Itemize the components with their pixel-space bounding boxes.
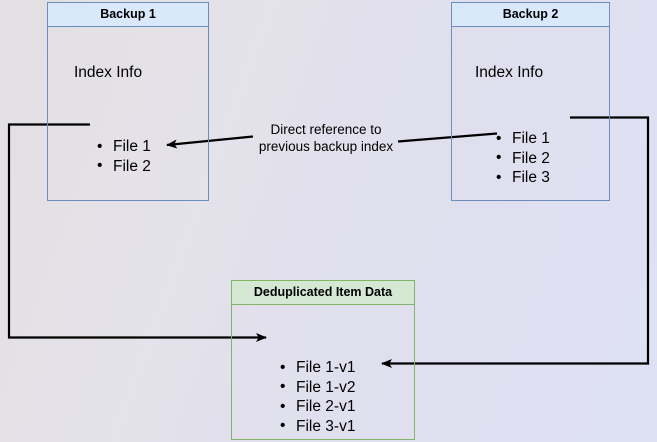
list-item: File 3-v1 [280, 416, 355, 437]
list-item: File 3 [496, 168, 550, 188]
list-item: File 1 [97, 137, 151, 157]
backup-1-file-list: File 1 File 2 [97, 137, 151, 176]
backup-2-index-info-label: Index Info [475, 64, 544, 81]
list-item: File 1-v2 [280, 377, 355, 398]
list-item: File 1 [496, 129, 550, 149]
backup-1-index-info-label: Index Info [74, 64, 143, 81]
caption-line-2: previous backup index [258, 139, 394, 154]
list-item: File 2 [496, 148, 550, 169]
backup-2-file-list: File 1 File 2 File 3 [496, 129, 550, 188]
direct-reference-caption: Direct reference to previous backup inde… [246, 121, 406, 155]
list-item: File 2 [97, 156, 151, 177]
backup-1-box: Backup 1 Index Info File 1 File 2 [47, 2, 209, 201]
deduplicated-file-list: File 1-v1 File 1-v2 File 2-v1 File 3-v1 [280, 358, 355, 436]
caption-line-1: Direct reference to [270, 122, 382, 137]
backup-2-box: Backup 2 Index Info File 1 File 2 File 3 [451, 2, 610, 201]
deduplicated-item-data-header: Deduplicated Item Data [232, 281, 414, 305]
deduplicated-item-data-box: Deduplicated Item Data File 1-v1 File 1-… [231, 280, 415, 440]
list-item: File 1-v1 [280, 358, 355, 378]
list-item: File 2-v1 [280, 397, 355, 417]
backup-2-header: Backup 2 [452, 3, 609, 27]
backup-1-header: Backup 1 [48, 3, 208, 27]
